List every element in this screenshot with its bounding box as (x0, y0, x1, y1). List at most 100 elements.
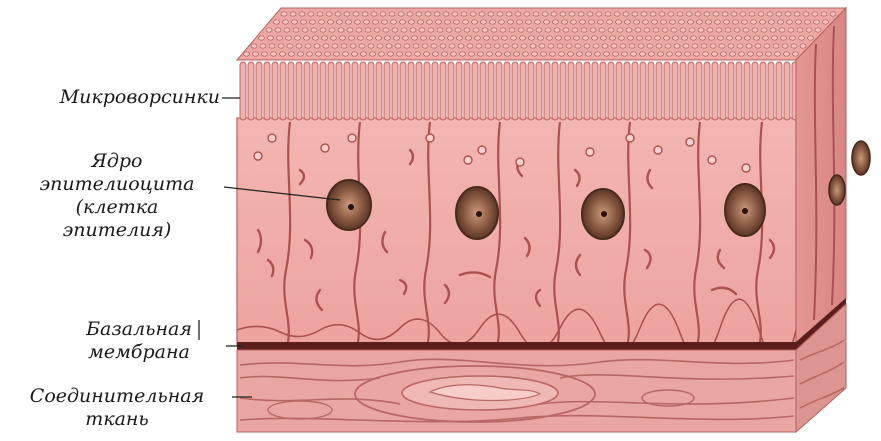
microvillus-tip (707, 28, 713, 32)
microvillus (488, 62, 494, 120)
microvillus-tip (293, 28, 299, 32)
microvillus (296, 62, 302, 120)
microvillus-tip (583, 36, 589, 40)
microvillus-tip (823, 20, 829, 24)
microvillus-tip (437, 28, 443, 32)
microvillus-tip (479, 12, 485, 16)
microvillus-tip (511, 36, 517, 40)
microvillus-tip (775, 52, 781, 56)
microvillus-tip (526, 20, 532, 24)
microvillus (592, 62, 598, 120)
microvillus (736, 62, 742, 120)
microvillus-tip (794, 12, 800, 16)
microvillus-tip (556, 36, 562, 40)
microvillus-tip (338, 28, 344, 32)
microvillus-tip (569, 12, 575, 16)
microvillus-tip (382, 20, 388, 24)
microvillus (424, 62, 430, 120)
microvillus-tip (605, 12, 611, 16)
microvillus-tip (439, 36, 445, 40)
microvillus-tip (286, 36, 292, 40)
microvillus-tip (620, 44, 626, 48)
microvillus-tip (535, 20, 541, 24)
microvillus-tip (419, 28, 425, 32)
vesicle (254, 152, 262, 160)
nucleus-side-1 (852, 141, 870, 175)
microvillus-tip (295, 36, 301, 40)
microvillus-tip (367, 36, 373, 40)
microvillus-tip (434, 12, 440, 16)
microvillus (392, 62, 398, 120)
microvillus-tip (713, 12, 719, 16)
microvillus-tip (290, 12, 296, 16)
microvillus (312, 62, 318, 120)
microvillus-tip (730, 52, 736, 56)
microvillus (400, 62, 406, 120)
microvillus-tip (785, 12, 791, 16)
microvillus-tip (548, 44, 554, 48)
microvillus-tip (566, 44, 572, 48)
microvillus-tip (337, 20, 343, 24)
microvillus (752, 62, 758, 120)
microvillus-tip (500, 28, 506, 32)
microvillus-tip (545, 28, 551, 32)
vesicle (654, 146, 662, 154)
microvillus-tip (278, 44, 284, 48)
microvillus-tip (740, 12, 746, 16)
microvillus-tip (589, 20, 595, 24)
microvillus (304, 62, 310, 120)
microvillus-tip (469, 52, 475, 56)
microvillus-tip (274, 20, 280, 24)
label-nucleus-line3: (клетка (10, 196, 224, 219)
microvillus-tip (244, 52, 250, 56)
microvillus-tip (329, 28, 335, 32)
nucleus-side-2 (829, 175, 845, 205)
microvillus-tip (602, 44, 608, 48)
microvillus-tip (577, 52, 583, 56)
microvillus-tip (706, 20, 712, 24)
microvillus (408, 62, 414, 120)
microvillus-tip (287, 44, 293, 48)
microvillus (320, 62, 326, 120)
microvillus-tip (814, 20, 820, 24)
microvillus-tip (497, 12, 503, 16)
microvillus-tip (596, 12, 602, 16)
microvillus-tip (586, 52, 592, 56)
microvillus-tip (539, 44, 545, 48)
microvillus-tip (769, 20, 775, 24)
microvillus (344, 62, 350, 120)
microvillus-tip (632, 12, 638, 16)
microvillus-tip (626, 28, 632, 32)
microvillus-tip (320, 28, 326, 32)
microvillus (704, 62, 710, 120)
microvillus-tip (599, 28, 605, 32)
microvillus-tip (379, 52, 385, 56)
microvillus-tip (389, 12, 395, 16)
microvillus-tip (773, 44, 779, 48)
microvillus-tip (365, 28, 371, 32)
microvillus-tip (386, 44, 392, 48)
microvillus-tip (743, 28, 749, 32)
microvillus-tip (380, 12, 386, 16)
label-basal-membrane: Базальная мембрана (54, 318, 224, 364)
microvillus-tip (830, 12, 836, 16)
microvillus-tip (283, 20, 289, 24)
microvillus-tip (467, 44, 473, 48)
microvillus-tip (778, 20, 784, 24)
microvillus-tip (655, 36, 661, 40)
microvillus (616, 62, 622, 120)
microvillus-tip (503, 44, 509, 48)
microvillus (264, 62, 270, 120)
microvillus (288, 62, 294, 120)
microvillus-tip (442, 52, 448, 56)
microvillus (536, 62, 542, 120)
microvillus-tip (401, 28, 407, 32)
microvillus-tip (490, 20, 496, 24)
microvillus-tip (658, 52, 664, 56)
microvillus (464, 62, 470, 120)
label-nucleus-line2: эпителиоцита (10, 173, 224, 196)
microvillus (472, 62, 478, 120)
vesicle (426, 134, 434, 142)
microvillus-tip (422, 44, 428, 48)
microvillus (712, 62, 718, 120)
